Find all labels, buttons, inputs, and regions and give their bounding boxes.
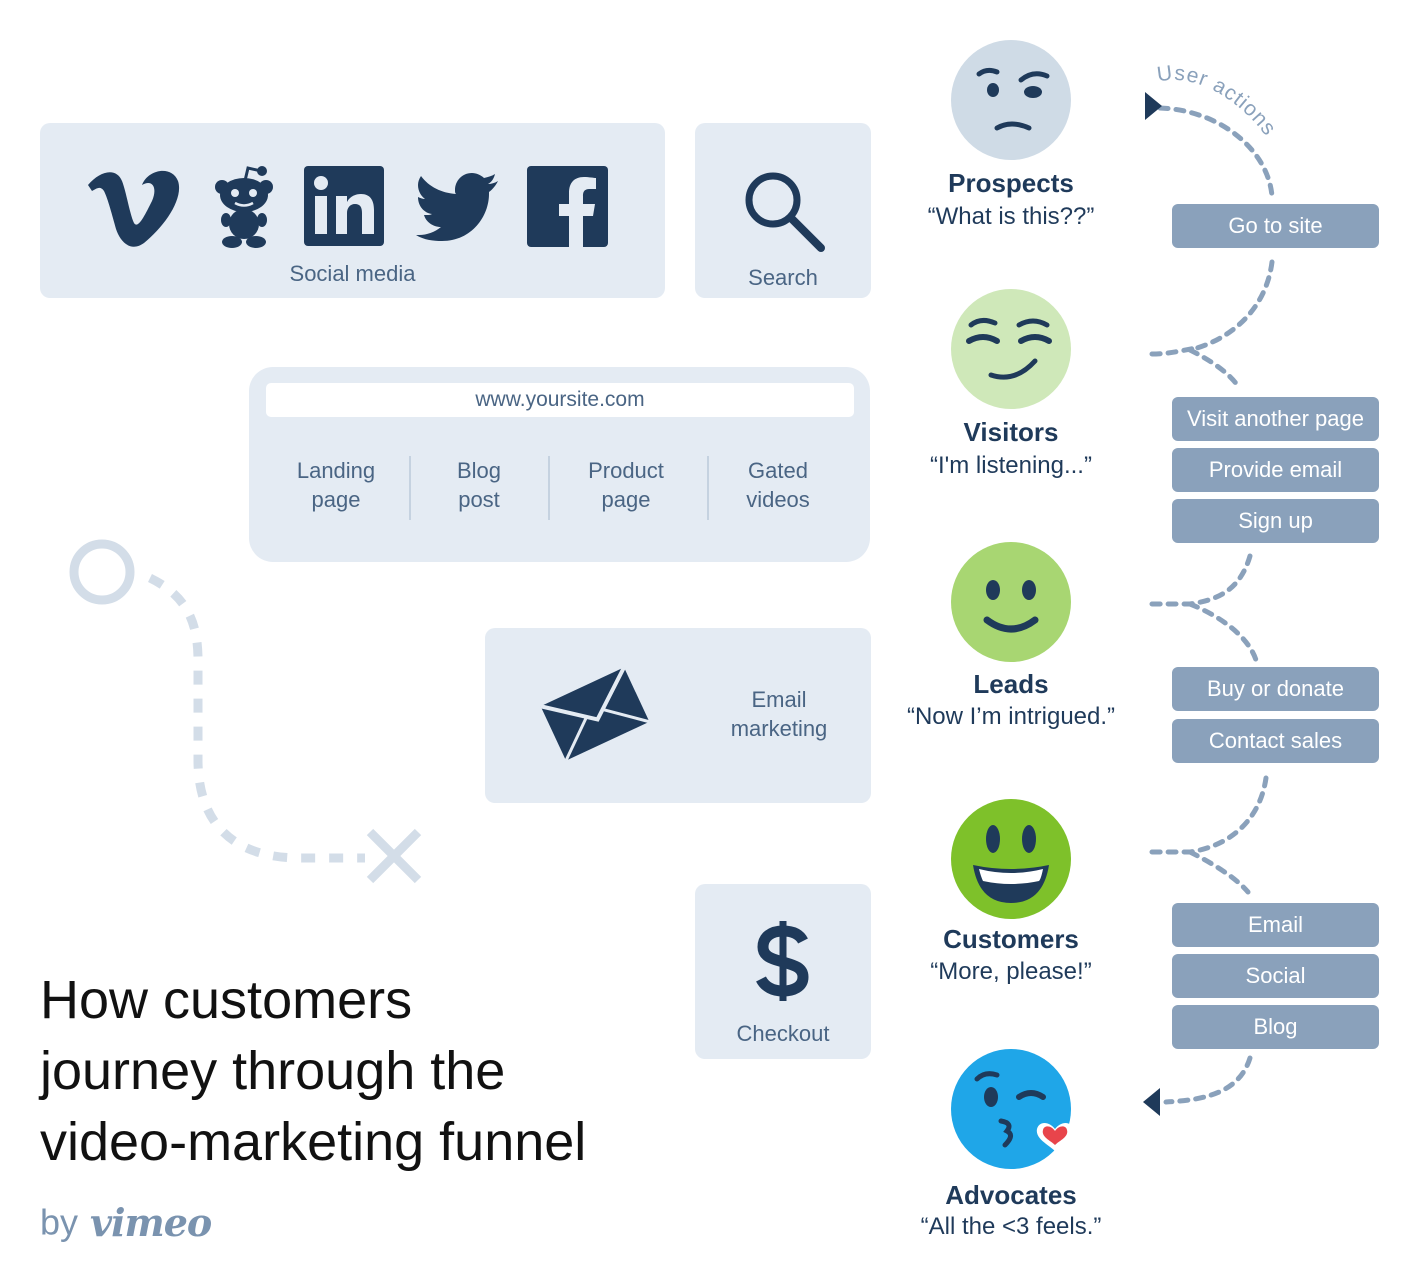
customers-face-icon	[951, 799, 1071, 919]
stage-name-customers: Customers	[943, 924, 1079, 954]
page-gated-videos: Gated videos	[718, 456, 838, 514]
email-panel: Email marketing	[485, 628, 871, 803]
byline-by: by	[40, 1201, 79, 1243]
email-label-line1: Email	[751, 687, 807, 712]
column-divider	[409, 456, 411, 520]
go-to-site-button[interactable]: Go to site	[1172, 204, 1379, 248]
contact-sales-button[interactable]: Contact sales	[1172, 719, 1379, 763]
stage-quote-customers: “More, please!”	[930, 958, 1092, 985]
social-media-panel: Social media	[40, 123, 665, 298]
title-line-1: How customers	[40, 970, 413, 1030]
stage-quote-visitors: “I'm listening...”	[930, 452, 1092, 479]
reddit-icon	[215, 166, 273, 248]
page-product-line1: Product	[588, 458, 664, 483]
linkedin-icon	[304, 166, 384, 246]
stage-quote-leads: “Now I’m intrigued.”	[906, 703, 1116, 730]
page-blog-line1: Blog	[456, 458, 502, 483]
page-blog: Blog post	[419, 456, 539, 514]
visit-another-page-button[interactable]: Visit another page	[1172, 397, 1379, 441]
dollar-icon	[756, 921, 809, 1001]
blog-button[interactable]: Blog	[1172, 1005, 1379, 1049]
stage-quote-prospects: “What is this??”	[927, 203, 1095, 230]
title-line-3: video-marketing funnel	[40, 1112, 587, 1172]
social-button[interactable]: Social	[1172, 954, 1379, 998]
leads-face-icon	[951, 542, 1071, 662]
page-gated-line1: Gated	[748, 458, 808, 483]
stage-name-advocates: Advocates	[945, 1180, 1077, 1210]
twitter-icon	[416, 173, 498, 241]
page-landing: Landing page	[276, 456, 396, 514]
email-label-line2: marketing	[730, 716, 828, 741]
email-button[interactable]: Email	[1172, 903, 1379, 947]
social-media-label: Social media	[289, 261, 416, 286]
facebook-icon	[527, 166, 608, 247]
buy-or-donate-button[interactable]: Buy or donate	[1172, 667, 1379, 711]
envelope-icon	[540, 666, 650, 762]
column-divider	[548, 456, 550, 520]
stage-name-leads: Leads	[973, 669, 1049, 699]
stage-name-prospects: Prospects	[948, 168, 1074, 198]
visitors-face-icon	[951, 289, 1071, 409]
search-label: Search	[748, 265, 818, 290]
title-line-2: journey through the	[40, 1041, 506, 1101]
search-panel: Search	[695, 123, 871, 298]
provide-email-button[interactable]: Provide email	[1172, 448, 1379, 492]
magnifier-icon	[745, 172, 825, 252]
advocates-face-icon	[951, 1049, 1074, 1169]
stage-quote-advocates: “All the <3 feels.”	[920, 1213, 1102, 1240]
stage-name-visitors: Visitors	[963, 417, 1059, 447]
user-actions-label: User actions	[1156, 61, 1281, 140]
email-marketing-label: Email marketing	[705, 685, 853, 743]
prospects-face-icon	[951, 40, 1071, 160]
page-title: How customers journey through the video-…	[40, 965, 680, 1178]
page-landing-line1: Landing	[296, 458, 376, 483]
page-product: Product page	[566, 456, 686, 514]
sign-up-button[interactable]: Sign up	[1172, 499, 1379, 543]
page-landing-line2: page	[311, 487, 361, 512]
vimeo-logo: vimeo	[90, 1200, 212, 1245]
page-gated-line2: videos	[746, 487, 810, 512]
page-product-line2: page	[601, 487, 651, 512]
page-blog-line2: post	[458, 487, 500, 512]
checkout-label: Checkout	[736, 1021, 830, 1046]
url-bar: www.yoursite.com	[266, 383, 854, 417]
column-divider	[707, 456, 709, 520]
checkout-panel: Checkout	[695, 884, 871, 1059]
vimeo-icon	[88, 170, 180, 247]
